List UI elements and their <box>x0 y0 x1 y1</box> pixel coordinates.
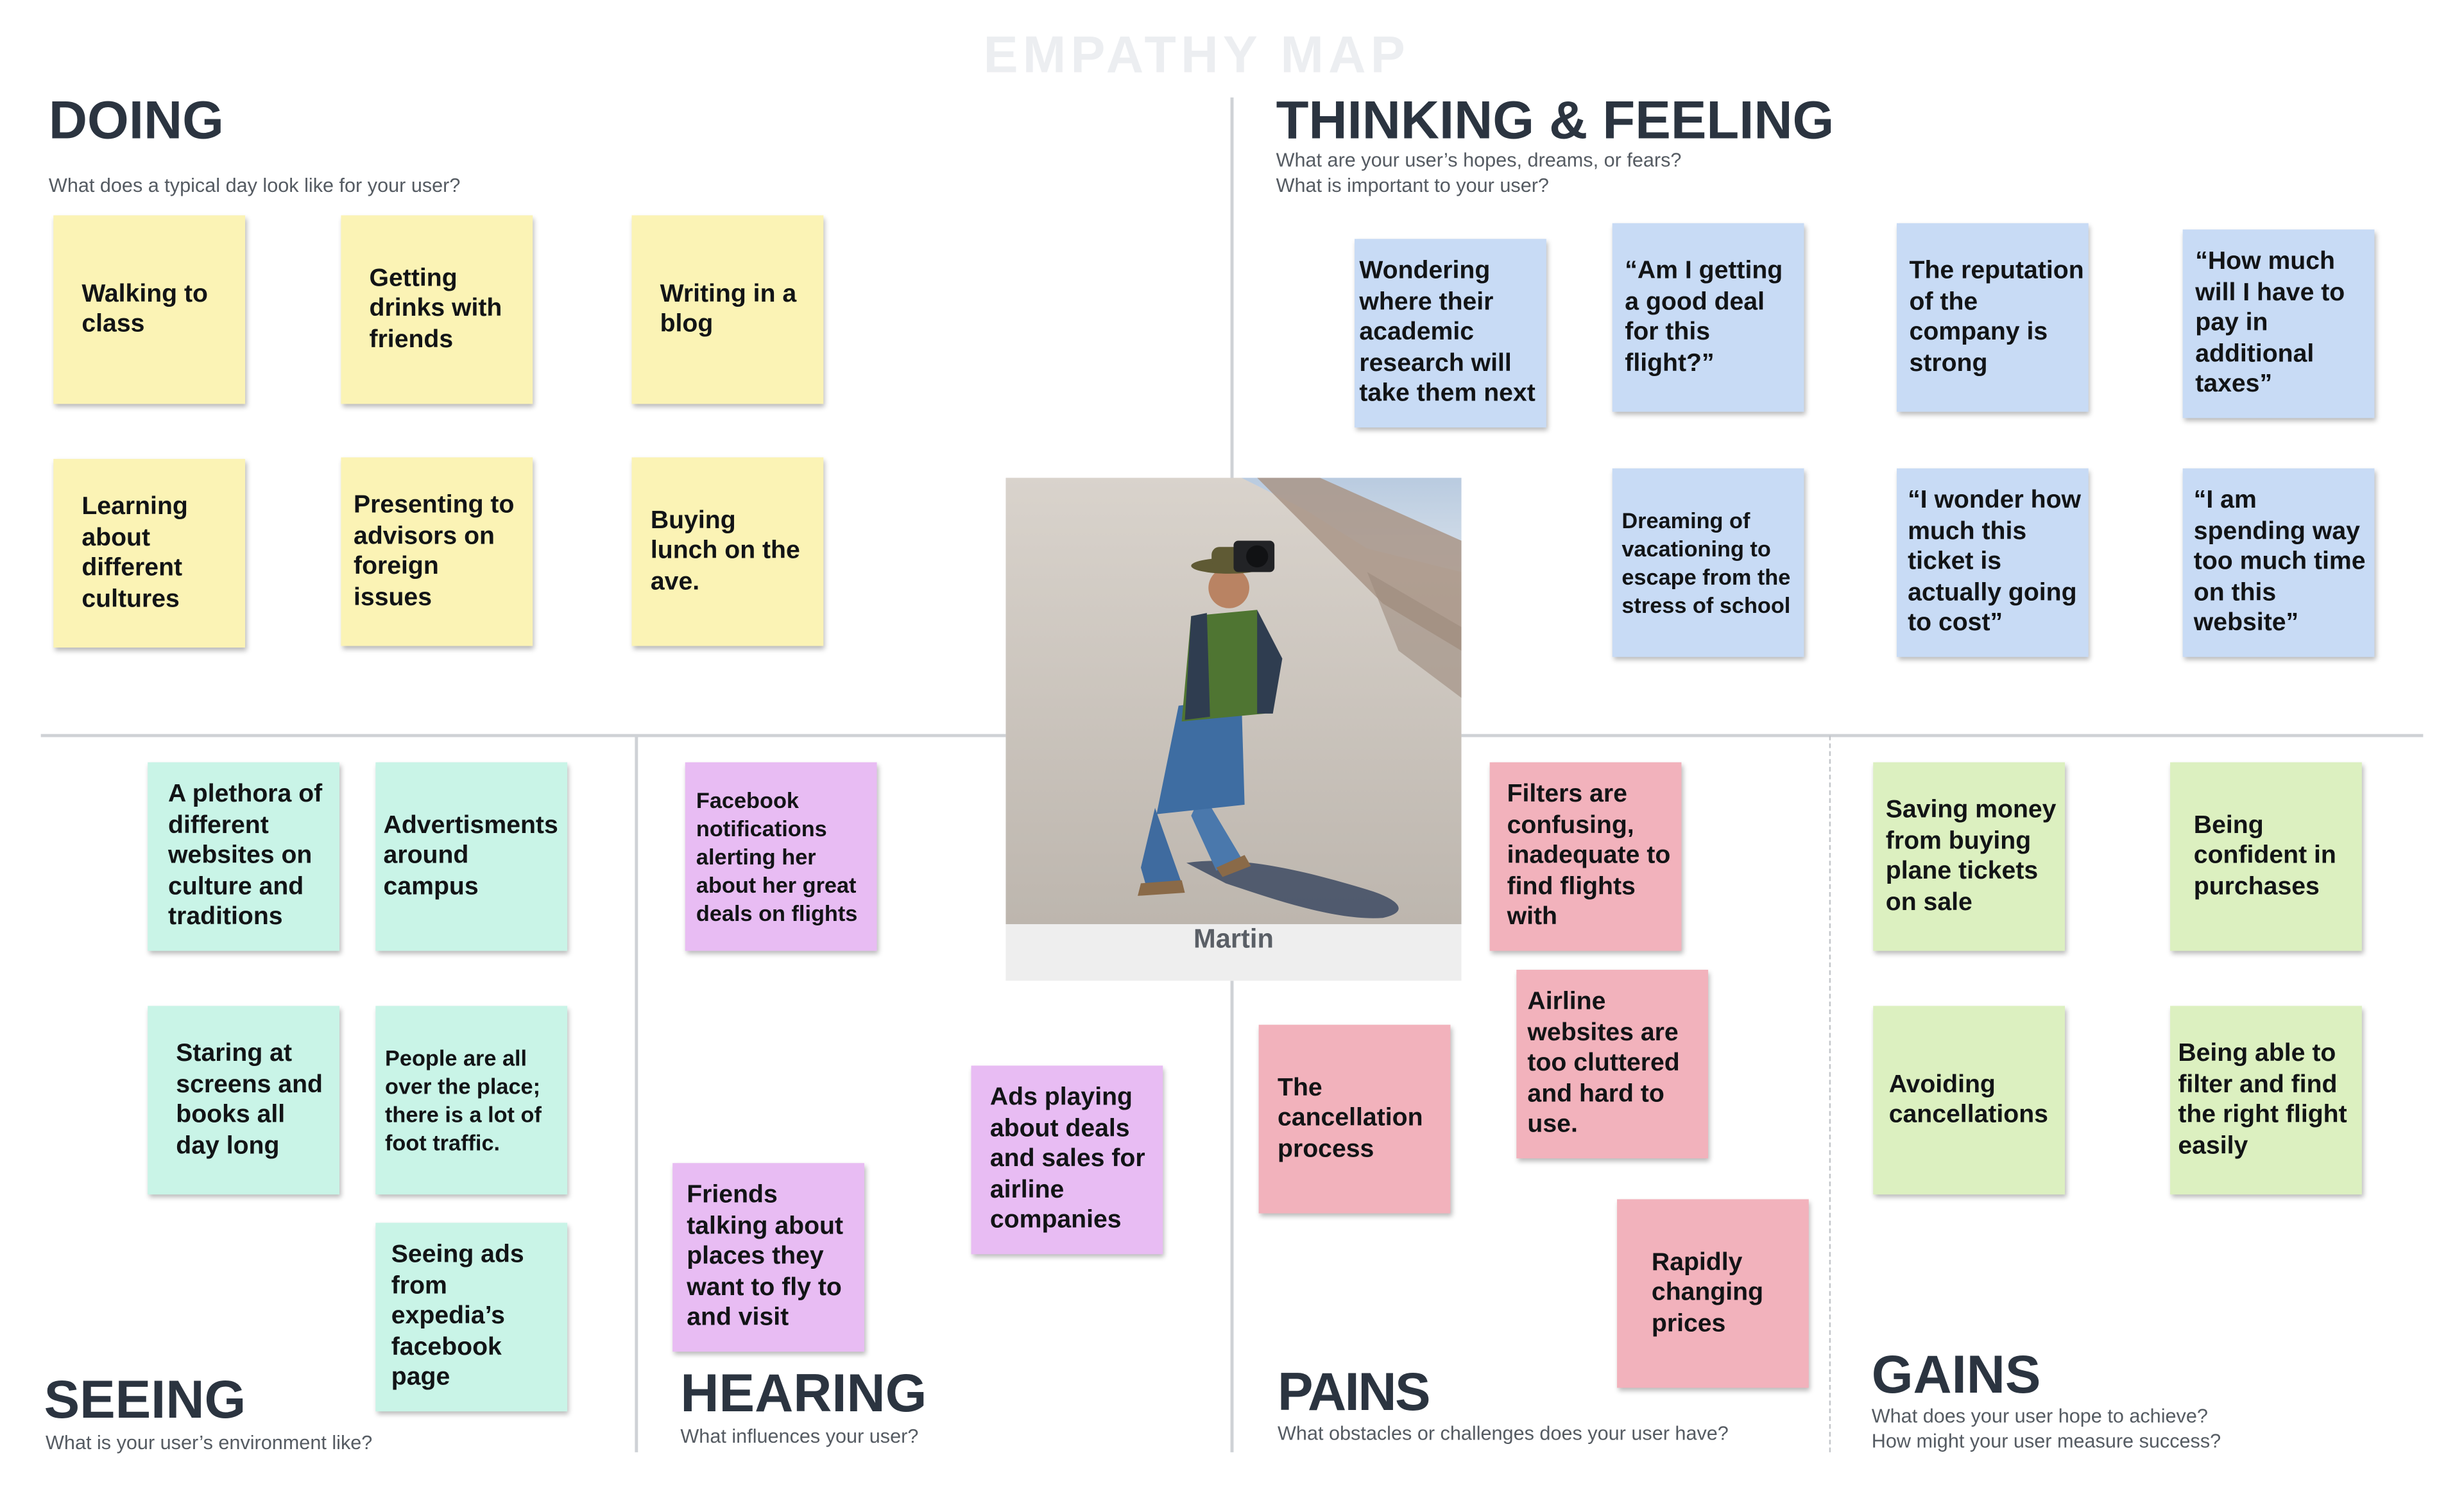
pains-gains-divider <box>1829 735 1831 1452</box>
sticky-note[interactable]: Saving money from buying plane tickets o… <box>1873 762 2065 951</box>
seeing-heading: SEEING <box>44 1370 246 1431</box>
thinking-question-1: What are your user’s hopes, dreams, or f… <box>1276 149 1682 171</box>
doing-heading: DOING <box>48 91 224 151</box>
seeing-question: What is your user’s environment like? <box>46 1432 373 1454</box>
pains-heading: PAINS <box>1278 1362 1431 1423</box>
vertical-divider-top <box>1230 97 1233 478</box>
sticky-note[interactable]: Dreaming of vacationing to escape from t… <box>1612 468 1804 657</box>
sticky-note[interactable]: Airline websites are too cluttered and h… <box>1516 970 1709 1158</box>
page-title: EMPATHY MAP <box>983 25 1410 83</box>
sticky-note[interactable]: A plethora of different websites on cult… <box>148 762 339 951</box>
persona-name: Martin <box>1194 924 1274 954</box>
sticky-note[interactable]: “I wonder how much this ticket is actual… <box>1896 468 2089 657</box>
doing-question: What does a typical day look like for yo… <box>48 174 461 197</box>
hearing-question: What influences your user? <box>680 1425 919 1448</box>
sticky-note[interactable]: Being confident in purchases <box>2170 762 2362 951</box>
sticky-note[interactable]: “How much will I have to pay in addition… <box>2182 229 2375 418</box>
sticky-note[interactable]: Seeing ads from expedia’s facebook page <box>375 1223 568 1412</box>
sticky-note[interactable]: Presenting to advisors on foreign issues <box>341 457 533 646</box>
sticky-note[interactable]: The cancellation process <box>1258 1024 1451 1214</box>
sticky-note[interactable]: Learning about different cultures <box>53 459 246 648</box>
gains-question-2: How might your user measure success? <box>1871 1430 2221 1452</box>
sticky-note[interactable]: Ads playing about deals and sales for ai… <box>971 1065 1163 1255</box>
persona-photo <box>1005 477 1462 925</box>
seeing-hearing-divider <box>635 735 638 1452</box>
sticky-note[interactable]: Getting drinks with friends <box>341 215 533 404</box>
sticky-note[interactable]: Walking to class <box>53 215 246 404</box>
sticky-note[interactable]: The reputation of the company is strong <box>1896 223 2089 412</box>
hearing-heading: HEARING <box>680 1364 927 1424</box>
sticky-note[interactable]: Facebook notifications alerting her abou… <box>685 762 877 951</box>
sticky-note[interactable]: “I am spending way too much time on this… <box>2182 468 2375 657</box>
vertical-divider-bottom <box>1230 981 1233 1452</box>
sticky-note[interactable]: Buying lunch on the ave. <box>631 457 824 646</box>
sticky-note[interactable]: Staring at screens and books all day lon… <box>148 1006 339 1195</box>
sticky-note[interactable]: Friends talking about places they want t… <box>672 1163 864 1352</box>
gains-heading: GAINS <box>1871 1345 2041 1405</box>
sticky-note[interactable]: Being able to filter and find the right … <box>2170 1006 2362 1195</box>
sticky-note[interactable]: Filters are confusing, inadequate to fin… <box>1489 762 1682 951</box>
thinking-heading: THINKING & FEELING <box>1276 91 1835 151</box>
sticky-note[interactable]: Writing in a blog <box>631 215 824 404</box>
sticky-note[interactable]: Advertisments around campus <box>375 762 568 951</box>
sticky-note[interactable]: Avoiding cancellations <box>1873 1006 2065 1195</box>
sticky-note[interactable]: Rapidly changing prices <box>1617 1199 1809 1388</box>
gains-question-1: What does your user hope to achieve? <box>1871 1405 2208 1427</box>
pains-question: What obstacles or challenges does your u… <box>1278 1422 1729 1445</box>
sticky-note[interactable]: Wondering where their academic research … <box>1355 239 1546 428</box>
persona-card: Martin <box>1005 477 1462 981</box>
thinking-question-2: What is important to your user? <box>1276 174 1549 197</box>
sticky-note[interactable]: People are all over the place; there is … <box>375 1006 568 1195</box>
sticky-note[interactable]: “Am I getting a good deal for this fligh… <box>1612 223 1804 412</box>
